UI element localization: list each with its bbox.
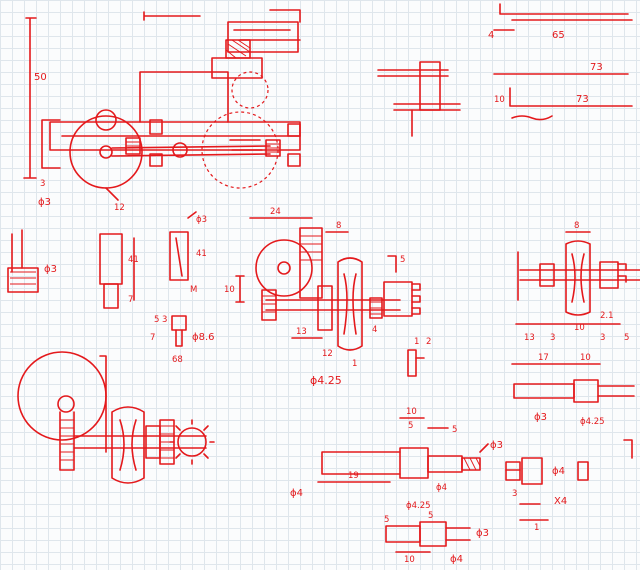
shaft-dia3: ϕ3	[534, 412, 547, 423]
pin-dia-label: ϕ3	[44, 264, 57, 275]
top-right-width: 65	[552, 30, 565, 41]
rod-dia3-label: ϕ3	[490, 440, 503, 451]
height-10-label: 10	[224, 285, 235, 295]
block-height-label: 41	[128, 255, 139, 265]
bush-qty-label: X4	[554, 496, 567, 507]
bracket-mark-label: M	[190, 285, 197, 295]
middle-left-parts: ϕ3 41 7 ϕ3 41 M 10 5 3 7 ϕ8.6 68	[7, 211, 245, 365]
spool-21: 2.1	[600, 311, 614, 321]
screw-top-a: 5	[154, 315, 159, 325]
pulley-gap-label: 8	[336, 221, 341, 231]
spool-13: 13	[524, 333, 535, 343]
pulley-len-13: 13	[296, 327, 307, 337]
pulley-assembly: 24 8 5 4 13 12 1 ϕ4.25 1 2	[249, 207, 431, 387]
rod-5-label: 5	[408, 421, 413, 431]
spool-5: 5	[624, 333, 629, 343]
spool-10: 10	[574, 323, 585, 333]
pulley-note-5: 5	[400, 255, 405, 265]
bracket-dia-label: ϕ3	[196, 215, 207, 225]
dim-dia-label: ϕ3	[38, 197, 51, 208]
shaft-dia425: ϕ4.25	[580, 417, 605, 427]
block-small-label: 7	[128, 295, 133, 305]
wheel-note-label: 12	[114, 203, 125, 213]
screw-side: 7	[150, 333, 155, 343]
bush-1-label: 1	[534, 523, 539, 533]
rod-5b-label: 5	[452, 425, 457, 435]
pulley-note-1: 1	[352, 359, 357, 369]
screw-bottom: 68	[172, 355, 183, 365]
screw-dia: ϕ8.6	[192, 332, 215, 343]
top-right-small: 10	[494, 95, 505, 105]
rod-dia425-label: ϕ4.25	[406, 501, 431, 511]
top-right-details: 4 65 73 73 10	[143, 3, 633, 137]
dim-height-label: 50	[34, 72, 47, 83]
bush-dia4-label: ϕ4	[552, 466, 565, 477]
pin-5b-label: 5	[428, 511, 433, 521]
pin-dia4-label: ϕ4	[450, 554, 463, 565]
shaft-17: 17	[538, 353, 549, 363]
small-part-a: 1	[414, 337, 419, 347]
pin-10-label: 10	[404, 555, 415, 565]
pulley-note-12: 12	[322, 349, 333, 359]
rod-dia4-label: ϕ4	[436, 483, 447, 493]
bush-3-label: 3	[512, 489, 517, 499]
spool-top-label: 8	[574, 221, 579, 231]
pulley-note-4: 4	[372, 325, 377, 335]
spool-assembly: 8 13 3 10 2.1 3 5 17 10 ϕ3 ϕ4.25	[511, 221, 640, 459]
dim-small-label: 3	[40, 179, 45, 189]
pulley-width-label: 24	[270, 207, 281, 217]
top-right-len-2: 73	[576, 94, 589, 105]
gear-train-side-view: 50 3 ϕ3 12	[23, 9, 301, 213]
pin-dia3-label: ϕ3	[476, 528, 489, 539]
bracket-height-label: 41	[196, 249, 207, 259]
pin-5a-label: 5	[384, 515, 389, 525]
top-right-len-1: 73	[590, 62, 603, 73]
bottom-rods: 10 5 5 ϕ3 ϕ4 19 ϕ4 ϕ4.25 5 5 ϕ3 10 ϕ4	[290, 407, 503, 565]
rod-dia4-left-label: ϕ4	[290, 488, 303, 499]
bushing-detail: ϕ4 3 X4 1	[505, 457, 589, 533]
pulley-dia-label: ϕ4.25	[310, 374, 342, 387]
shaft-10: 10	[580, 353, 591, 363]
spool-3b: 3	[600, 333, 605, 343]
rod-19-label: 19	[348, 471, 359, 481]
screw-top-b: 3	[162, 315, 167, 325]
top-right-mark: 4	[488, 30, 494, 41]
spool-3: 3	[550, 333, 555, 343]
small-part-b: 2	[426, 337, 431, 347]
rod-10-label: 10	[406, 407, 417, 417]
bottom-left-assembly	[17, 351, 215, 484]
